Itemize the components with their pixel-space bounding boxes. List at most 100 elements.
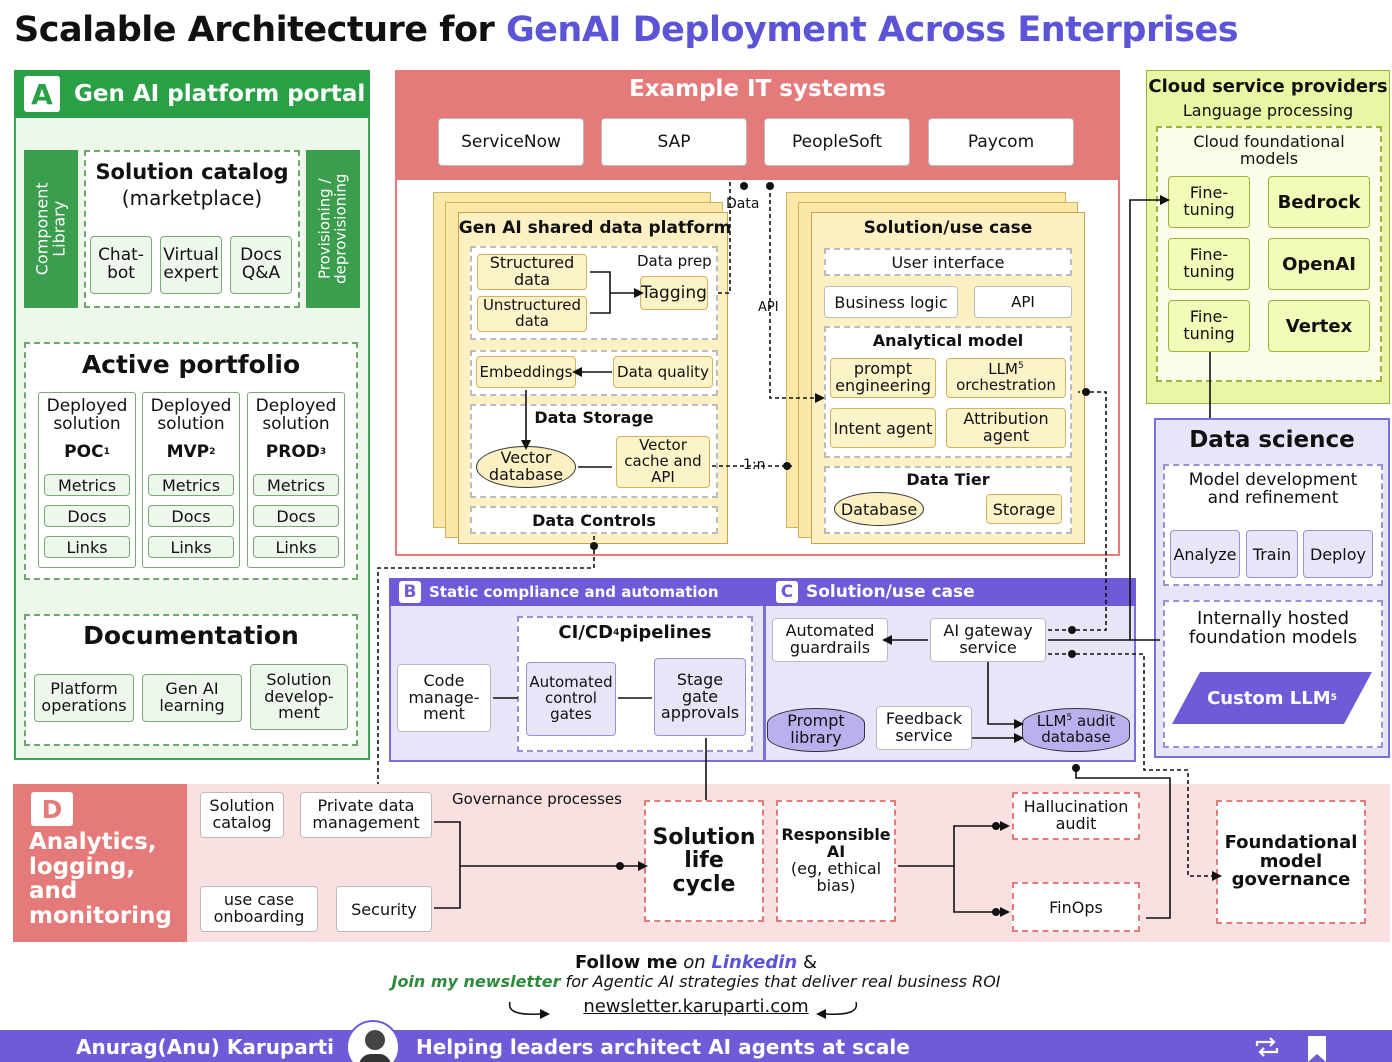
doc-gen-ai-learning[interactable]: Gen AI learning bbox=[142, 674, 242, 722]
cicd-sup: 4 bbox=[613, 627, 620, 638]
business-logic[interactable]: Business logic bbox=[824, 286, 958, 318]
attribution-agent[interactable]: Attribution agent bbox=[946, 408, 1066, 448]
hallucination-audit[interactable]: Hallucination audit bbox=[1012, 792, 1140, 840]
it-system-paycom[interactable]: Paycom bbox=[928, 118, 1074, 166]
newsletter-rest: for Agentic AI strategies that deliver r… bbox=[560, 972, 1001, 991]
it-system-sap[interactable]: SAP bbox=[601, 118, 747, 166]
portfolio-prod-links[interactable]: Links bbox=[253, 536, 339, 558]
component-library-label: Component Library bbox=[32, 182, 69, 276]
automated-guardrails[interactable]: Automated guardrails bbox=[772, 618, 888, 662]
catalog-item-virtual-expert[interactable]: Virtual expert bbox=[160, 236, 222, 294]
unstructured-data[interactable]: Unstructured data bbox=[477, 296, 587, 332]
structured-data[interactable]: Structured data bbox=[477, 254, 587, 290]
provider-vertex[interactable]: Vertex bbox=[1268, 300, 1370, 352]
provider-bedrock[interactable]: Bedrock bbox=[1268, 176, 1370, 228]
portfolio-poc-metrics[interactable]: Metrics bbox=[44, 474, 130, 496]
portfolio-mvp-metrics[interactable]: Metrics bbox=[148, 474, 234, 496]
step-train[interactable]: Train bbox=[1246, 530, 1298, 578]
doc-solution-development[interactable]: Solution develop- ment bbox=[250, 664, 348, 730]
portfolio-mvp-docs[interactable]: Docs bbox=[148, 505, 234, 527]
fine-tuning-2[interactable]: Fine- tuning bbox=[1168, 238, 1250, 290]
prompt-engineering[interactable]: prompt engineering bbox=[830, 358, 936, 398]
newsletter-join[interactable]: Join my newsletter bbox=[391, 972, 561, 991]
vector-cache-api[interactable]: Vector cache and API bbox=[616, 436, 710, 488]
foundational-model-governance[interactable]: Foundational model governance bbox=[1216, 800, 1366, 924]
tier-database[interactable]: Database bbox=[834, 492, 924, 526]
follow-amp: & bbox=[797, 952, 817, 973]
follow-prefix: Follow me bbox=[574, 952, 678, 973]
embeddings[interactable]: Embeddings bbox=[476, 356, 576, 388]
ratio-label: 1:n bbox=[743, 457, 766, 473]
swoosh-left-icon bbox=[508, 1001, 550, 1019]
doc-platform-operations[interactable]: Platform operations bbox=[34, 674, 134, 722]
step-analyze[interactable]: Analyze bbox=[1170, 530, 1240, 578]
prompt-library[interactable]: Prompt library bbox=[767, 708, 865, 752]
portfolio-poc-links[interactable]: Links bbox=[44, 536, 130, 558]
catalog-item-chatbot[interactable]: Chat- bot bbox=[90, 236, 152, 294]
automated-control-gates[interactable]: Automated control gates bbox=[526, 662, 616, 736]
provisioning[interactable]: Provisioning / deprovisioning bbox=[306, 150, 360, 308]
data-quality[interactable]: Data quality bbox=[613, 356, 713, 388]
newsletter-url[interactable]: newsletter.karuparti.com bbox=[583, 996, 809, 1017]
security[interactable]: Security bbox=[336, 886, 432, 932]
stage-gate-approvals[interactable]: Stage gate approvals bbox=[654, 658, 746, 736]
data-storage-title: Data Storage bbox=[534, 408, 654, 427]
fine-tuning-3[interactable]: Fine- tuning bbox=[1168, 300, 1250, 352]
data-label: Data bbox=[726, 196, 760, 212]
private-data-management[interactable]: Private data management bbox=[300, 792, 432, 838]
cicd-title-suffix: pipelines bbox=[619, 622, 712, 643]
custom-llm-sup: 5 bbox=[1330, 693, 1337, 703]
linkedin-link[interactable]: Linkedin bbox=[711, 952, 798, 973]
tier-storage[interactable]: Storage bbox=[986, 494, 1062, 524]
llm-orchestration-line2: orchestration bbox=[956, 376, 1056, 394]
tagline: Helping leaders architect AI agents at s… bbox=[416, 1035, 910, 1059]
finops[interactable]: FinOps bbox=[1012, 882, 1140, 932]
responsible-ai[interactable]: Responsible AI (eg, ethical bias) bbox=[776, 800, 896, 922]
vector-database[interactable]: Vector database bbox=[476, 446, 576, 488]
solution-api[interactable]: API bbox=[974, 286, 1072, 318]
portfolio-head-prod: Deployed solution bbox=[255, 396, 337, 434]
fine-tuning-1[interactable]: Fine- tuning bbox=[1168, 176, 1250, 228]
component-library[interactable]: Component Library bbox=[24, 150, 78, 308]
usecase-letter-badge: C bbox=[776, 581, 798, 603]
api-label: API bbox=[758, 300, 779, 315]
cloud-title: Cloud service providers bbox=[1148, 76, 1388, 97]
use-case-onboarding[interactable]: use case onboarding bbox=[200, 886, 318, 932]
governance-label: Governance processes bbox=[452, 790, 622, 808]
compliance-letter-badge: B bbox=[399, 581, 421, 603]
portal-header: A Gen AI platform portal bbox=[14, 70, 370, 118]
repost-icon[interactable] bbox=[1252, 1034, 1282, 1060]
provisioning-label: Provisioning / deprovisioning bbox=[315, 173, 350, 285]
portfolio-prod-metrics[interactable]: Metrics bbox=[253, 474, 339, 496]
catalog-item-docs-qa[interactable]: Docs Q&A bbox=[230, 236, 292, 294]
feedback-service[interactable]: Feedback service bbox=[876, 706, 972, 750]
portfolio-poc-docs[interactable]: Docs bbox=[44, 505, 130, 527]
tagging[interactable]: Tagging bbox=[640, 276, 708, 310]
author-bar bbox=[0, 1030, 1392, 1062]
solution-life-cycle[interactable]: Solution life cycle bbox=[644, 800, 764, 922]
bookmark-icon[interactable] bbox=[1304, 1034, 1330, 1062]
provider-openai[interactable]: OpenAI bbox=[1268, 238, 1370, 290]
ai-gateway-service[interactable]: AI gateway service bbox=[930, 618, 1046, 662]
solution-catalog-item[interactable]: Solution catalog bbox=[200, 792, 284, 838]
portfolio-head-mvp: Deployed solution bbox=[150, 396, 232, 434]
data-science-title: Data science bbox=[1189, 427, 1355, 453]
intent-agent[interactable]: Intent agent bbox=[830, 408, 936, 448]
it-system-servicenow[interactable]: ServiceNow bbox=[438, 118, 584, 166]
llm-audit-database[interactable]: LLM5 audit database bbox=[1022, 708, 1130, 752]
llm-orchestration[interactable]: LLM5 orchestration bbox=[946, 358, 1066, 398]
user-interface[interactable]: User interface bbox=[824, 248, 1072, 276]
it-system-peoplesoft[interactable]: PeopleSoft bbox=[764, 118, 910, 166]
analytics-letter: D bbox=[41, 794, 63, 824]
compliance-title: Static compliance and automation bbox=[429, 583, 719, 601]
responsible-ai-sub: (eg, ethical bias) bbox=[790, 859, 882, 895]
data-controls[interactable]: Data Controls bbox=[470, 506, 718, 534]
cloud-models-title: Cloud foundational models bbox=[1193, 132, 1345, 168]
portfolio-prod-docs[interactable]: Docs bbox=[253, 505, 339, 527]
step-deploy[interactable]: Deploy bbox=[1303, 530, 1373, 578]
portfolio-mvp-links[interactable]: Links bbox=[148, 536, 234, 558]
code-management[interactable]: Code manage- ment bbox=[397, 664, 491, 732]
